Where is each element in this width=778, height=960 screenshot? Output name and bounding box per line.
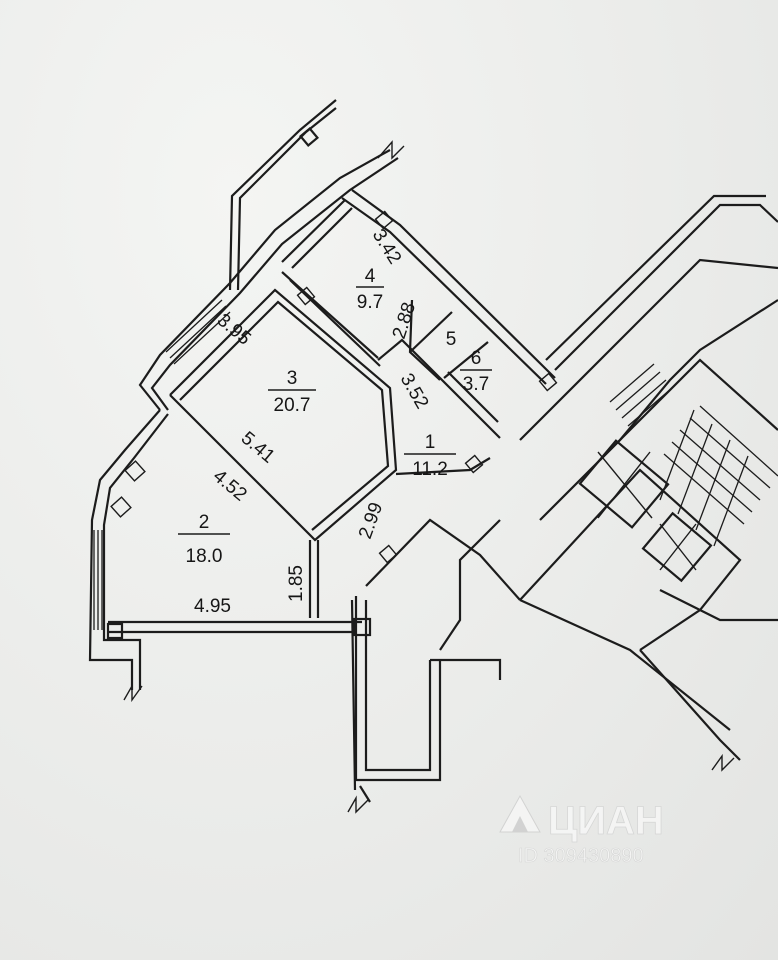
building-core	[430, 194, 778, 772]
room-2-number: 2	[199, 512, 210, 533]
room-labels: 4 9.7 3 20.7 5 6 3.7 1 11.2 2 18.0	[178, 266, 492, 567]
interior-walls	[169, 199, 558, 814]
room-6-number: 6	[471, 348, 482, 369]
watermark-brand: ЦИАН	[548, 799, 664, 843]
dimension-1-85: 1.85	[286, 565, 307, 602]
dimension-5-41: 5.41	[237, 428, 279, 468]
room-6-area: 3.7	[463, 374, 489, 395]
room-1-area: 11.2	[412, 459, 448, 480]
room-4-number: 4	[365, 266, 376, 287]
dimension-3-42: 3.42	[368, 226, 405, 268]
cian-logo-icon	[499, 794, 541, 833]
watermark-id: ID 309430890	[518, 845, 644, 867]
dimension-2-99: 2.99	[355, 500, 387, 542]
dimension-4-95: 4.95	[194, 596, 231, 617]
dimension-4-52: 4.52	[209, 466, 251, 506]
room-4-area: 9.7	[357, 292, 383, 313]
dimension-2-88: 2.88	[389, 300, 420, 342]
room-3-number: 3	[287, 368, 298, 389]
apartment-walls	[88, 99, 556, 703]
room-5-number: 5	[446, 329, 457, 350]
room-3-area: 20.7	[274, 395, 311, 416]
cian-watermark: ЦИАН ID 309430890	[499, 794, 664, 867]
room-1-number: 1	[425, 432, 436, 453]
room-2-area: 18.0	[186, 546, 223, 567]
dimension-3-52: 3.52	[396, 370, 433, 413]
